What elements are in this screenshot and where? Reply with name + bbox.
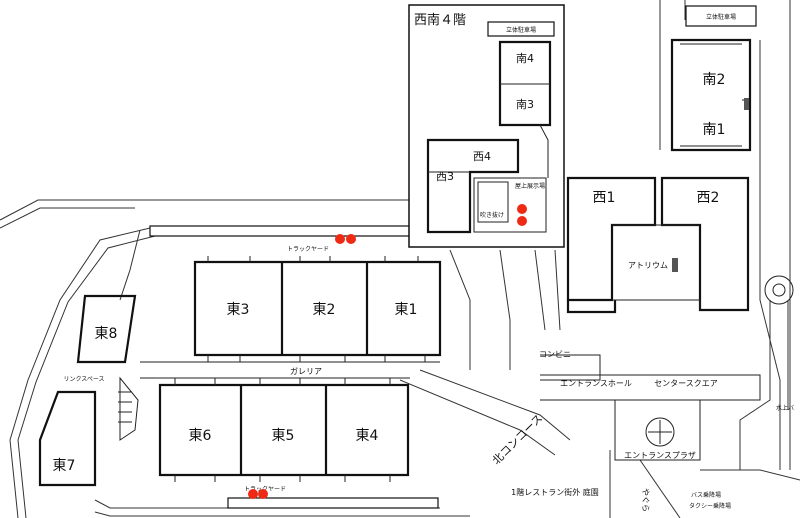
hall-east6-label: 東6 [189, 428, 212, 444]
galleria-label: ガレリア [290, 366, 322, 376]
hall-west2-label: 西2 [697, 190, 720, 206]
hall-east2-label: 東2 [313, 302, 336, 318]
truck-yard-north-label: トラックヤード [287, 246, 329, 253]
atrium-void-label: 吹き抜け [480, 211, 504, 219]
marker-dot [346, 234, 356, 244]
hall-south1-label: 南1 [703, 122, 726, 138]
hall-east5-label: 東5 [272, 428, 295, 444]
entrance-plaza-label: エントランスプラザ [624, 451, 696, 460]
north-concourse-label: 北コンコース [490, 412, 545, 467]
hall-east78[interactable]: 東8 東7 リンクスペース [38, 294, 137, 487]
marker-dot [517, 216, 527, 226]
hall-south12[interactable]: 南2 南1 [670, 38, 752, 152]
inset-title: 西南４階 [414, 12, 466, 28]
hall-east4-label: 東4 [356, 428, 379, 444]
marker-dot [335, 234, 345, 244]
entrance-area: コンビニ エントランスホール センタースクエア エントランスプラザ 北コンコース… [490, 350, 794, 512]
location-markers [248, 204, 527, 499]
hall-east3-label: 東3 [227, 302, 250, 318]
marker-dot [258, 489, 268, 499]
inset-west4-label: 西4 [473, 150, 491, 163]
hall-west[interactable]: 西1 西2 アトリウム [566, 176, 750, 314]
hall-east8-label: 東8 [95, 326, 118, 342]
marker-dot [517, 204, 527, 214]
rooftop-label: 屋上展示場 [515, 182, 545, 190]
inset-parking-label: 立体駐車場 [506, 26, 536, 34]
galleria: ガレリア [118, 361, 440, 441]
hall-east456[interactable]: 東6 東5 東4 [158, 378, 410, 482]
water-bus-label: 水上バ [776, 404, 794, 412]
hall-east123[interactable]: 東3 東2 東1 [193, 256, 442, 362]
link-space-label: リンクスペース [63, 376, 104, 383]
inset-south3-label: 南3 [516, 98, 534, 111]
inset-west3-label: 西3 [436, 170, 454, 183]
bus-label: バス乗降場 [691, 491, 721, 499]
yaguchi-label: やぐら [641, 488, 650, 512]
parking-top-label: 立体駐車場 [706, 13, 736, 21]
restaurant-garden-label: 1階レストラン街外 庭園 [511, 487, 599, 497]
hall-west1-label: 西1 [593, 190, 616, 206]
truck-yard-north: トラックヤード [149, 225, 411, 253]
inset-west-south-4f: 西南４階 立体駐車場 南4 南3 西4 西3 屋上展示場 吹き抜け [408, 4, 565, 248]
hall-east1-label: 東1 [395, 302, 418, 318]
entrance-hall-label: エントランスホール [560, 379, 632, 388]
center-square-label: センタースクエア [654, 379, 718, 388]
inset-south4-label: 南4 [516, 52, 534, 65]
parking-top: 立体駐車場 [685, 5, 757, 27]
hall-south2-label: 南2 [703, 72, 726, 88]
hall-east7-label: 東7 [53, 458, 76, 474]
marker-dot [248, 489, 258, 499]
taxi-label: タクシー乗降場 [689, 502, 731, 510]
atrium-label: アトリウム [628, 261, 668, 270]
convenience-label: コンビニ [539, 350, 571, 359]
